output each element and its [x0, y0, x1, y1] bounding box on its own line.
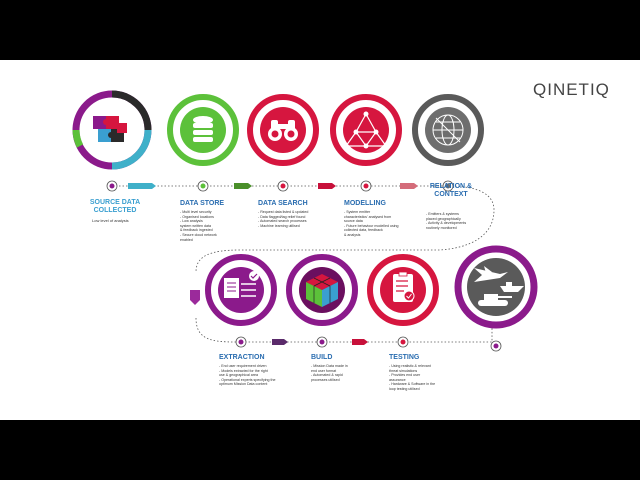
store-title: DATA STORE	[180, 200, 225, 207]
build-title: BUILD	[311, 354, 333, 361]
flow-arrow	[128, 183, 156, 189]
testing-title: TESTING	[389, 354, 420, 361]
node-dots	[106, 180, 502, 352]
extraction-title: EXTRACTION	[219, 354, 265, 361]
binoculars-icon	[268, 120, 298, 141]
relation-desc: - Emitters & systems placed geographical…	[426, 212, 467, 230]
modelling-desc: - System emitter characteristics' analys…	[344, 210, 399, 237]
stage-source	[72, 90, 152, 170]
flow-arrow	[352, 339, 368, 345]
qinetiq-logo: QINETIQ	[533, 80, 610, 99]
stage-relation	[412, 94, 484, 166]
search-title: DATA SEARCH	[258, 200, 308, 207]
stage-store	[167, 94, 239, 166]
stage-build	[286, 254, 358, 326]
build-desc: - Mission Data made in end user format -…	[311, 364, 348, 382]
stage-testing	[367, 254, 439, 326]
testing-desc: - Using realistic & relevant threat simu…	[389, 364, 436, 391]
stage-extraction	[205, 254, 277, 326]
checklist-icon	[393, 271, 415, 302]
relation-title: RELATION & CONTEXT	[429, 183, 473, 198]
flow-arrow	[400, 183, 418, 189]
stage-deploy	[454, 245, 538, 329]
flow-arrow	[234, 183, 252, 189]
cube-icon	[306, 274, 338, 307]
search-desc: - Request data listed & updated - Data f…	[258, 210, 309, 228]
source-desc: Low level of analysis	[92, 218, 129, 223]
flow-arrow	[190, 290, 200, 305]
stage-modelling	[330, 94, 402, 166]
process-diagram	[72, 90, 538, 352]
stage-search	[247, 94, 319, 166]
store-desc: - Multi level security - Organised locat…	[180, 210, 217, 242]
source-title: SOURCE DATA COLLECTED	[89, 199, 141, 214]
puzzle-icon	[93, 116, 127, 142]
globe-icon	[432, 114, 464, 146]
document-flow-icon	[224, 271, 259, 298]
network-icon	[343, 111, 389, 149]
database-icon	[193, 116, 213, 142]
slide: QINETIQ	[0, 60, 640, 420]
flow-arrow	[272, 339, 288, 345]
modelling-title: MODELLING	[344, 200, 386, 207]
flow-arrows	[128, 183, 418, 345]
flow-arrow	[318, 183, 336, 189]
extraction-desc: - End user requirement driven - Models e…	[219, 364, 276, 387]
military-vehicles-icon	[474, 266, 524, 306]
